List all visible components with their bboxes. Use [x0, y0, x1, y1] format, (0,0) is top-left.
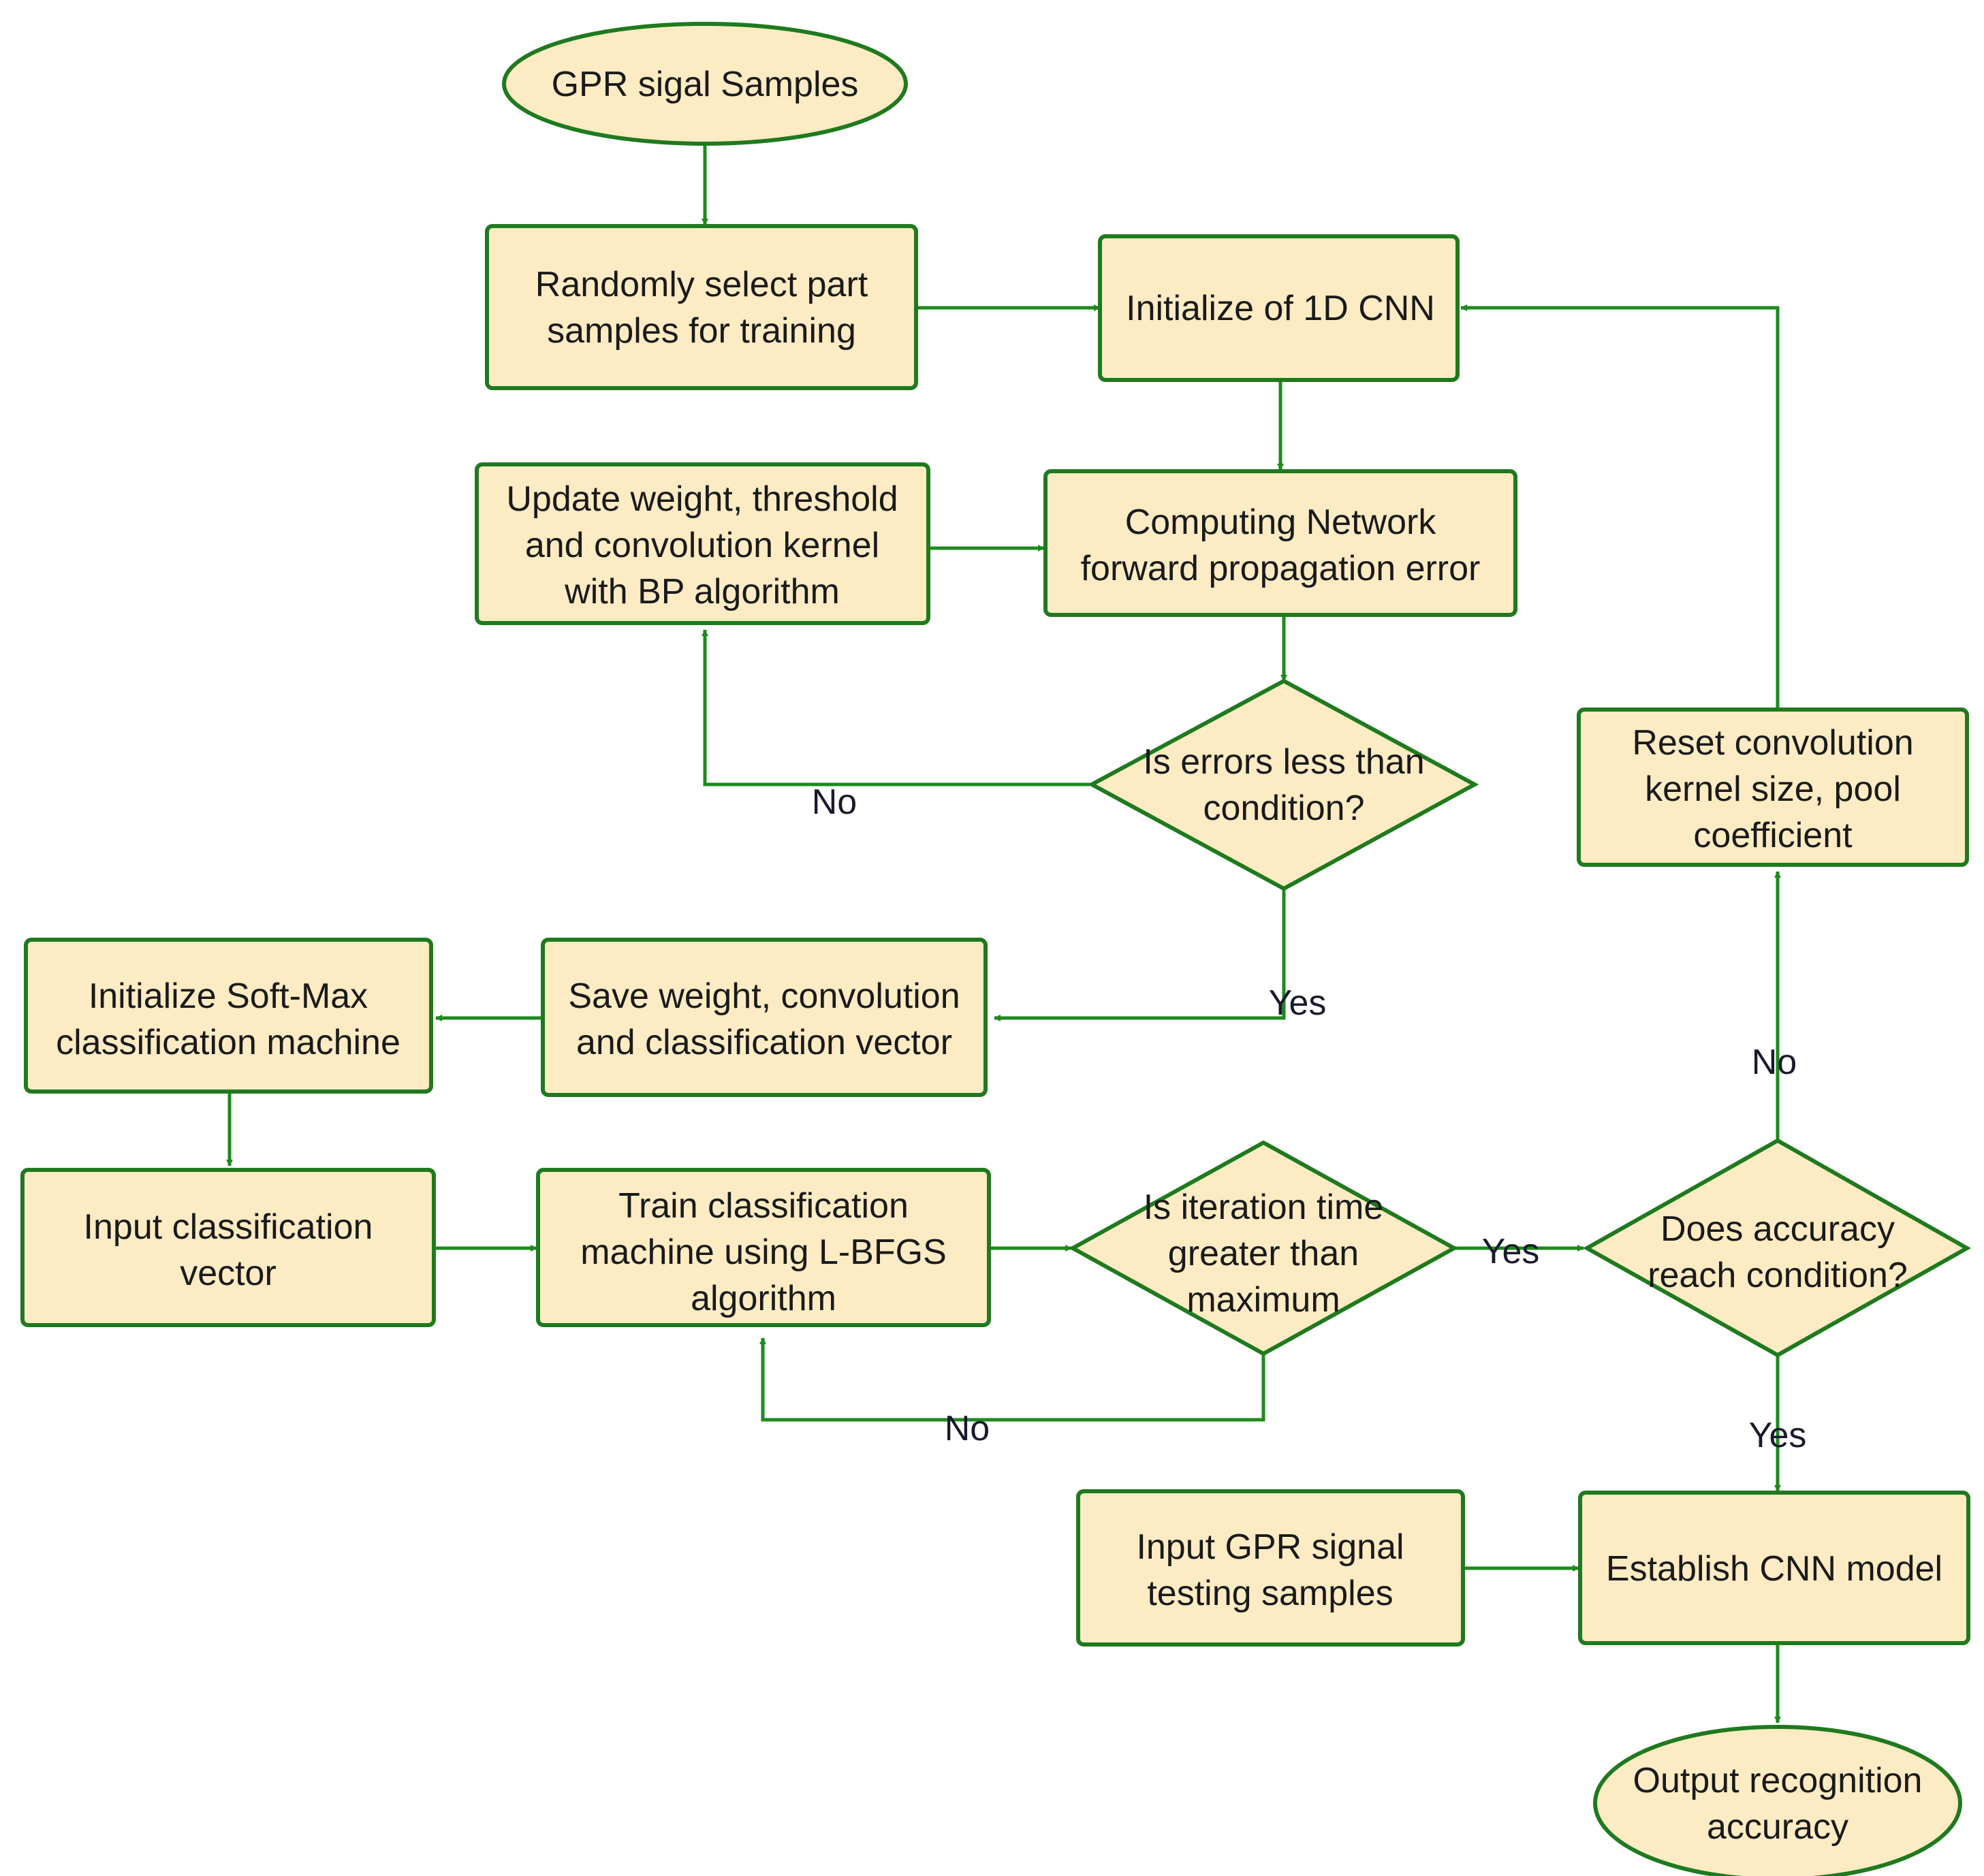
label-line: Computing Network	[1125, 503, 1437, 542]
label-line: and classification vector	[576, 1023, 952, 1062]
label-line: condition?	[1203, 789, 1364, 828]
label-line: testing samples	[1147, 1574, 1393, 1613]
label-line: accuracy	[1707, 1807, 1848, 1847]
label-line: maximum	[1186, 1280, 1340, 1320]
output-node: Output recognition accuracy	[1593, 1725, 1962, 1876]
edge-error-no-to-update	[702, 629, 1090, 786]
label-line: reach condition?	[1648, 1256, 1908, 1295]
label-line: coefficient	[1693, 816, 1853, 855]
forward-error-node: Computing Network forward propagation err…	[1043, 469, 1517, 617]
label-line: vector	[180, 1254, 277, 1293]
label-line: Save weight, convolution	[568, 976, 960, 1016]
init-softmax-text: Initialize Soft-Max classification machin…	[56, 976, 400, 1062]
edge-iter-no-to-train	[759, 1337, 1265, 1422]
label-line: Is errors less than	[1143, 742, 1424, 782]
label-line: forward propagation error	[1081, 549, 1481, 588]
accuracy-check-text: Does accuracy reach condition?	[1648, 1209, 1908, 1295]
test-samples-text: Input GPR signal testing samples	[1136, 1527, 1404, 1613]
error-check-text: Is errors less than condition?	[1143, 742, 1424, 828]
output-text: Output recognition accuracy	[1633, 1761, 1923, 1847]
edge-reset-to-init-cnn	[1460, 304, 1780, 708]
accuracy-no-label: No	[1752, 1043, 1797, 1082]
label-line: Does accuracy	[1660, 1209, 1895, 1249]
label-line: kernel size, pool	[1645, 769, 1901, 809]
train-lbfgs-node: Train classification machine using L-BFGS…	[536, 1168, 991, 1327]
label-line: Is iteration time	[1144, 1188, 1384, 1227]
label-line: Input GPR signal	[1136, 1527, 1404, 1567]
error-check-decision: Is errors less than condition?	[1087, 678, 1479, 891]
label-line: samples for training	[547, 311, 856, 351]
update-weights-node: Update weight, threshold and convolution …	[475, 462, 930, 625]
label-line: Train classification	[618, 1186, 909, 1226]
accuracy-check-decision: Does accuracy reach condition?	[1582, 1138, 1972, 1358]
label-line: Randomly select part	[535, 265, 868, 304]
label-line: algorithm	[691, 1279, 836, 1318]
label-line: GPR sigal Samples	[552, 65, 859, 104]
update-weights-text: Update weight, threshold and convolution …	[506, 479, 898, 611]
establish-model-text: Establish CNN model	[1606, 1549, 1942, 1589]
start-node: GPR sigal Samples	[502, 22, 908, 146]
label-line: greater than	[1168, 1234, 1359, 1273]
label-line: Initialize Soft-Max	[89, 976, 368, 1016]
label-line: machine using L-BFGS	[580, 1233, 947, 1272]
init-cnn-text: Initialize of 1D CNN	[1126, 289, 1435, 328]
establish-model-node: Establish CNN model	[1578, 1491, 1970, 1645]
input-vector-node: Input classification vector	[20, 1168, 436, 1327]
start-node-text: GPR sigal Samples	[552, 65, 859, 104]
reset-kernel-text: Reset convolution kernel size, pool coeffi…	[1632, 723, 1913, 855]
error-yes-label: Yes	[1269, 983, 1327, 1023]
edge-labels: No Yes Yes No No Yes	[812, 782, 1807, 1455]
test-samples-node: Input GPR signal testing samples	[1076, 1489, 1465, 1647]
iteration-no-label: No	[945, 1409, 990, 1448]
reset-kernel-node: Reset convolution kernel size, pool coeffi…	[1577, 708, 1969, 867]
label-line: Reset convolution	[1632, 723, 1913, 763]
label-line: Input classification	[84, 1207, 373, 1247]
edge-error-yes-to-save	[994, 889, 1286, 1021]
label-line: and convolution kernel	[525, 526, 879, 565]
label-line: classification machine	[56, 1023, 400, 1062]
save-weights-text: Save weight, convolution and classificati…	[568, 976, 960, 1062]
init-softmax-node: Initialize Soft-Max classification machin…	[24, 938, 433, 1094]
edges	[226, 144, 1781, 1723]
label-line: Output recognition	[1633, 1761, 1923, 1800]
label-line: Update weight, threshold	[506, 479, 898, 519]
iteration-yes-label: Yes	[1482, 1232, 1540, 1271]
train-lbfgs-text: Train classification machine using L-BFGS…	[580, 1186, 947, 1318]
nodes: GPR sigal Samples Randomly select part sa…	[20, 22, 1972, 1876]
error-no-label: No	[812, 782, 857, 822]
label-line: with BP algorithm	[564, 572, 840, 611]
iteration-check-text: Is iteration time greater than maximum	[1144, 1188, 1384, 1320]
iteration-check-decision: Is iteration time greater than maximum	[1068, 1140, 1459, 1356]
select-samples-text: Randomly select part samples for training	[535, 265, 868, 351]
init-cnn-node: Initialize of 1D CNN	[1098, 234, 1460, 382]
save-weights-node: Save weight, convolution and classificati…	[541, 938, 988, 1097]
label-line: Initialize of 1D CNN	[1126, 289, 1435, 328]
label-line: Establish CNN model	[1606, 1549, 1942, 1589]
accuracy-yes-label: Yes	[1749, 1416, 1807, 1455]
input-vector-text: Input classification vector	[84, 1207, 373, 1293]
forward-error-text: Computing Network forward propagation err…	[1081, 503, 1481, 588]
select-samples-node: Randomly select part samples for training	[485, 224, 918, 390]
